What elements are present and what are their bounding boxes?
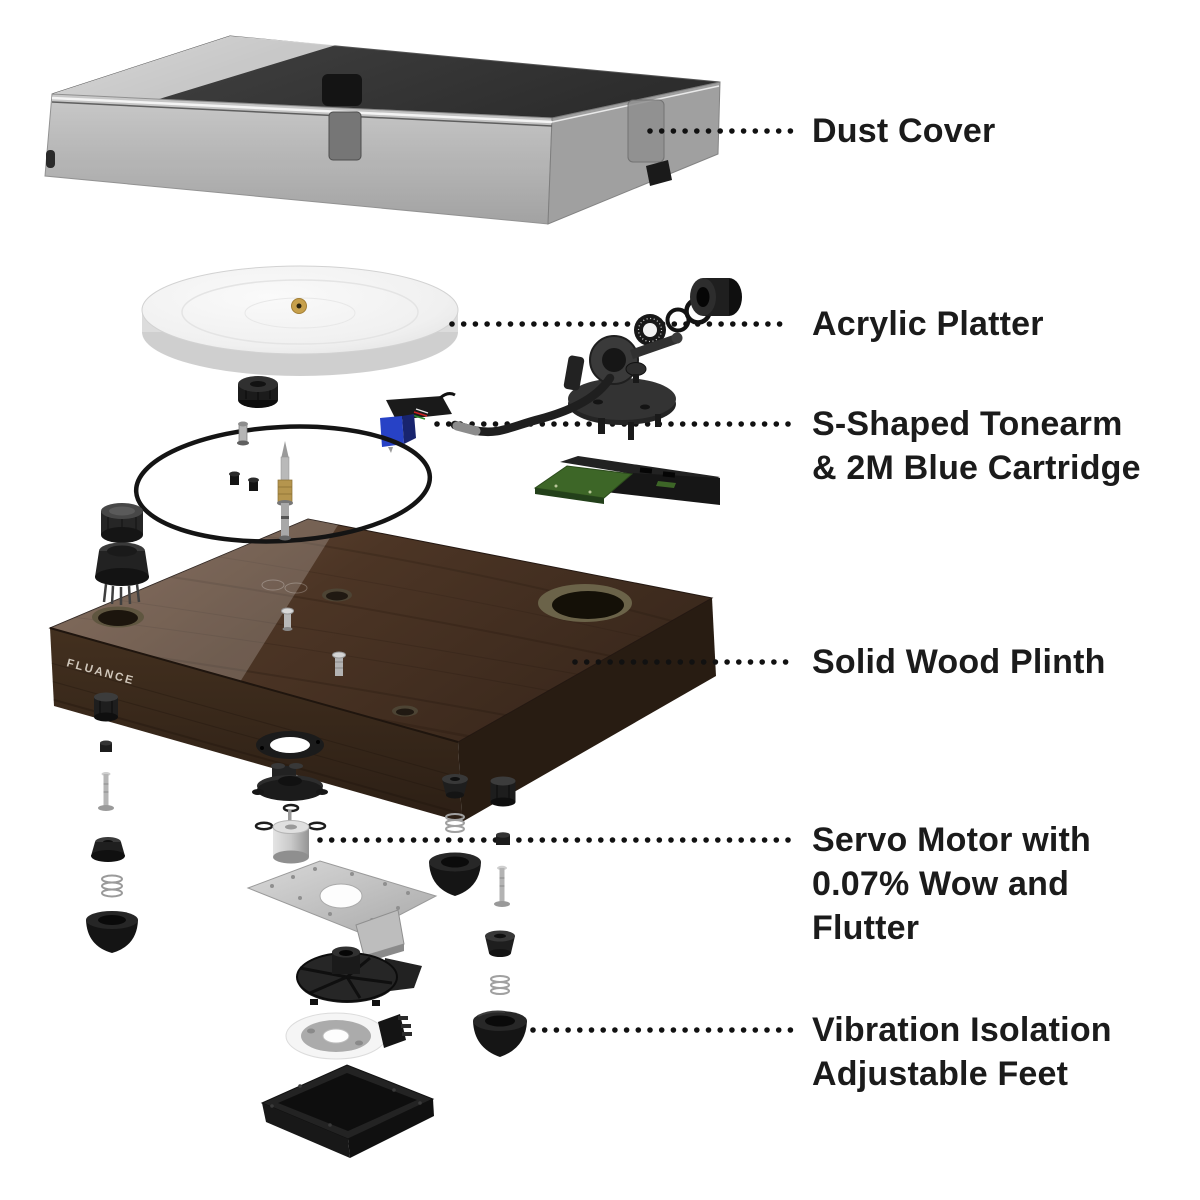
rubber-foot: [429, 862, 481, 896]
cover-hinge-tab: [322, 74, 362, 106]
label-line: Dust Cover: [812, 112, 996, 150]
label-servo-motor: Servo Motor with 0.07% Wow and Flutter: [812, 818, 1091, 950]
label-line: Flutter: [812, 909, 920, 947]
headshell: [386, 396, 452, 420]
label-tonearm: S-Shaped Tonearm & 2M Blue Cartridge: [812, 402, 1141, 490]
label-line: Acrylic Platter: [812, 305, 1044, 343]
left-hardware-column: [86, 692, 138, 953]
anti-skate-knob: [625, 362, 647, 376]
spring: [445, 813, 465, 833]
isolation-disc-art: [285, 1012, 412, 1060]
motor-cover-art: [296, 946, 422, 1006]
plinth-screws: [281, 607, 346, 676]
adjustable-foot-art: [473, 1010, 527, 1057]
counterweight-art: [634, 278, 742, 346]
label-line: Servo Motor with: [812, 821, 1091, 859]
belt-art: [133, 421, 433, 544]
label-plinth: Solid Wood Plinth: [812, 640, 1106, 684]
speed-knob-art: [95, 503, 149, 605]
label-line: & 2M Blue Cartridge: [812, 449, 1141, 487]
right-hardware-column: [429, 774, 516, 995]
label-acrylic-platter: Acrylic Platter: [812, 302, 1044, 346]
pulley-art: [238, 376, 278, 408]
spring: [101, 874, 123, 898]
dust-cover-art: [44, 35, 721, 225]
belt-guide-clip: [378, 1014, 406, 1048]
small-screws-art: [229, 471, 259, 491]
label-line: S-Shaped Tonearm: [812, 405, 1123, 443]
cover-right-hinge: [627, 99, 665, 163]
plinth-art: FLUANCE: [48, 518, 716, 822]
spring: [490, 975, 510, 995]
spindle-brass-bearing: [277, 479, 293, 503]
platter-art: [141, 265, 459, 376]
label-line: Adjustable Feet: [812, 1055, 1069, 1093]
rubber-foot: [86, 920, 138, 953]
label-line: Solid Wood Plinth: [812, 643, 1106, 681]
bottom-tray-art: [260, 1064, 435, 1158]
motor-column-art: [252, 731, 328, 864]
label-feet: Vibration Isolation Adjustable Feet: [812, 1008, 1112, 1096]
pcb-art: [533, 456, 720, 505]
label-line: 0.07% Wow and: [812, 865, 1070, 903]
s-shaped-arm-tube: [450, 373, 615, 437]
cover-latch: [328, 111, 362, 161]
spindle-art: [277, 441, 293, 541]
label-dust-cover: Dust Cover: [812, 109, 995, 153]
label-line: Vibration Isolation: [812, 1011, 1112, 1049]
tonearm-art: [380, 332, 683, 453]
